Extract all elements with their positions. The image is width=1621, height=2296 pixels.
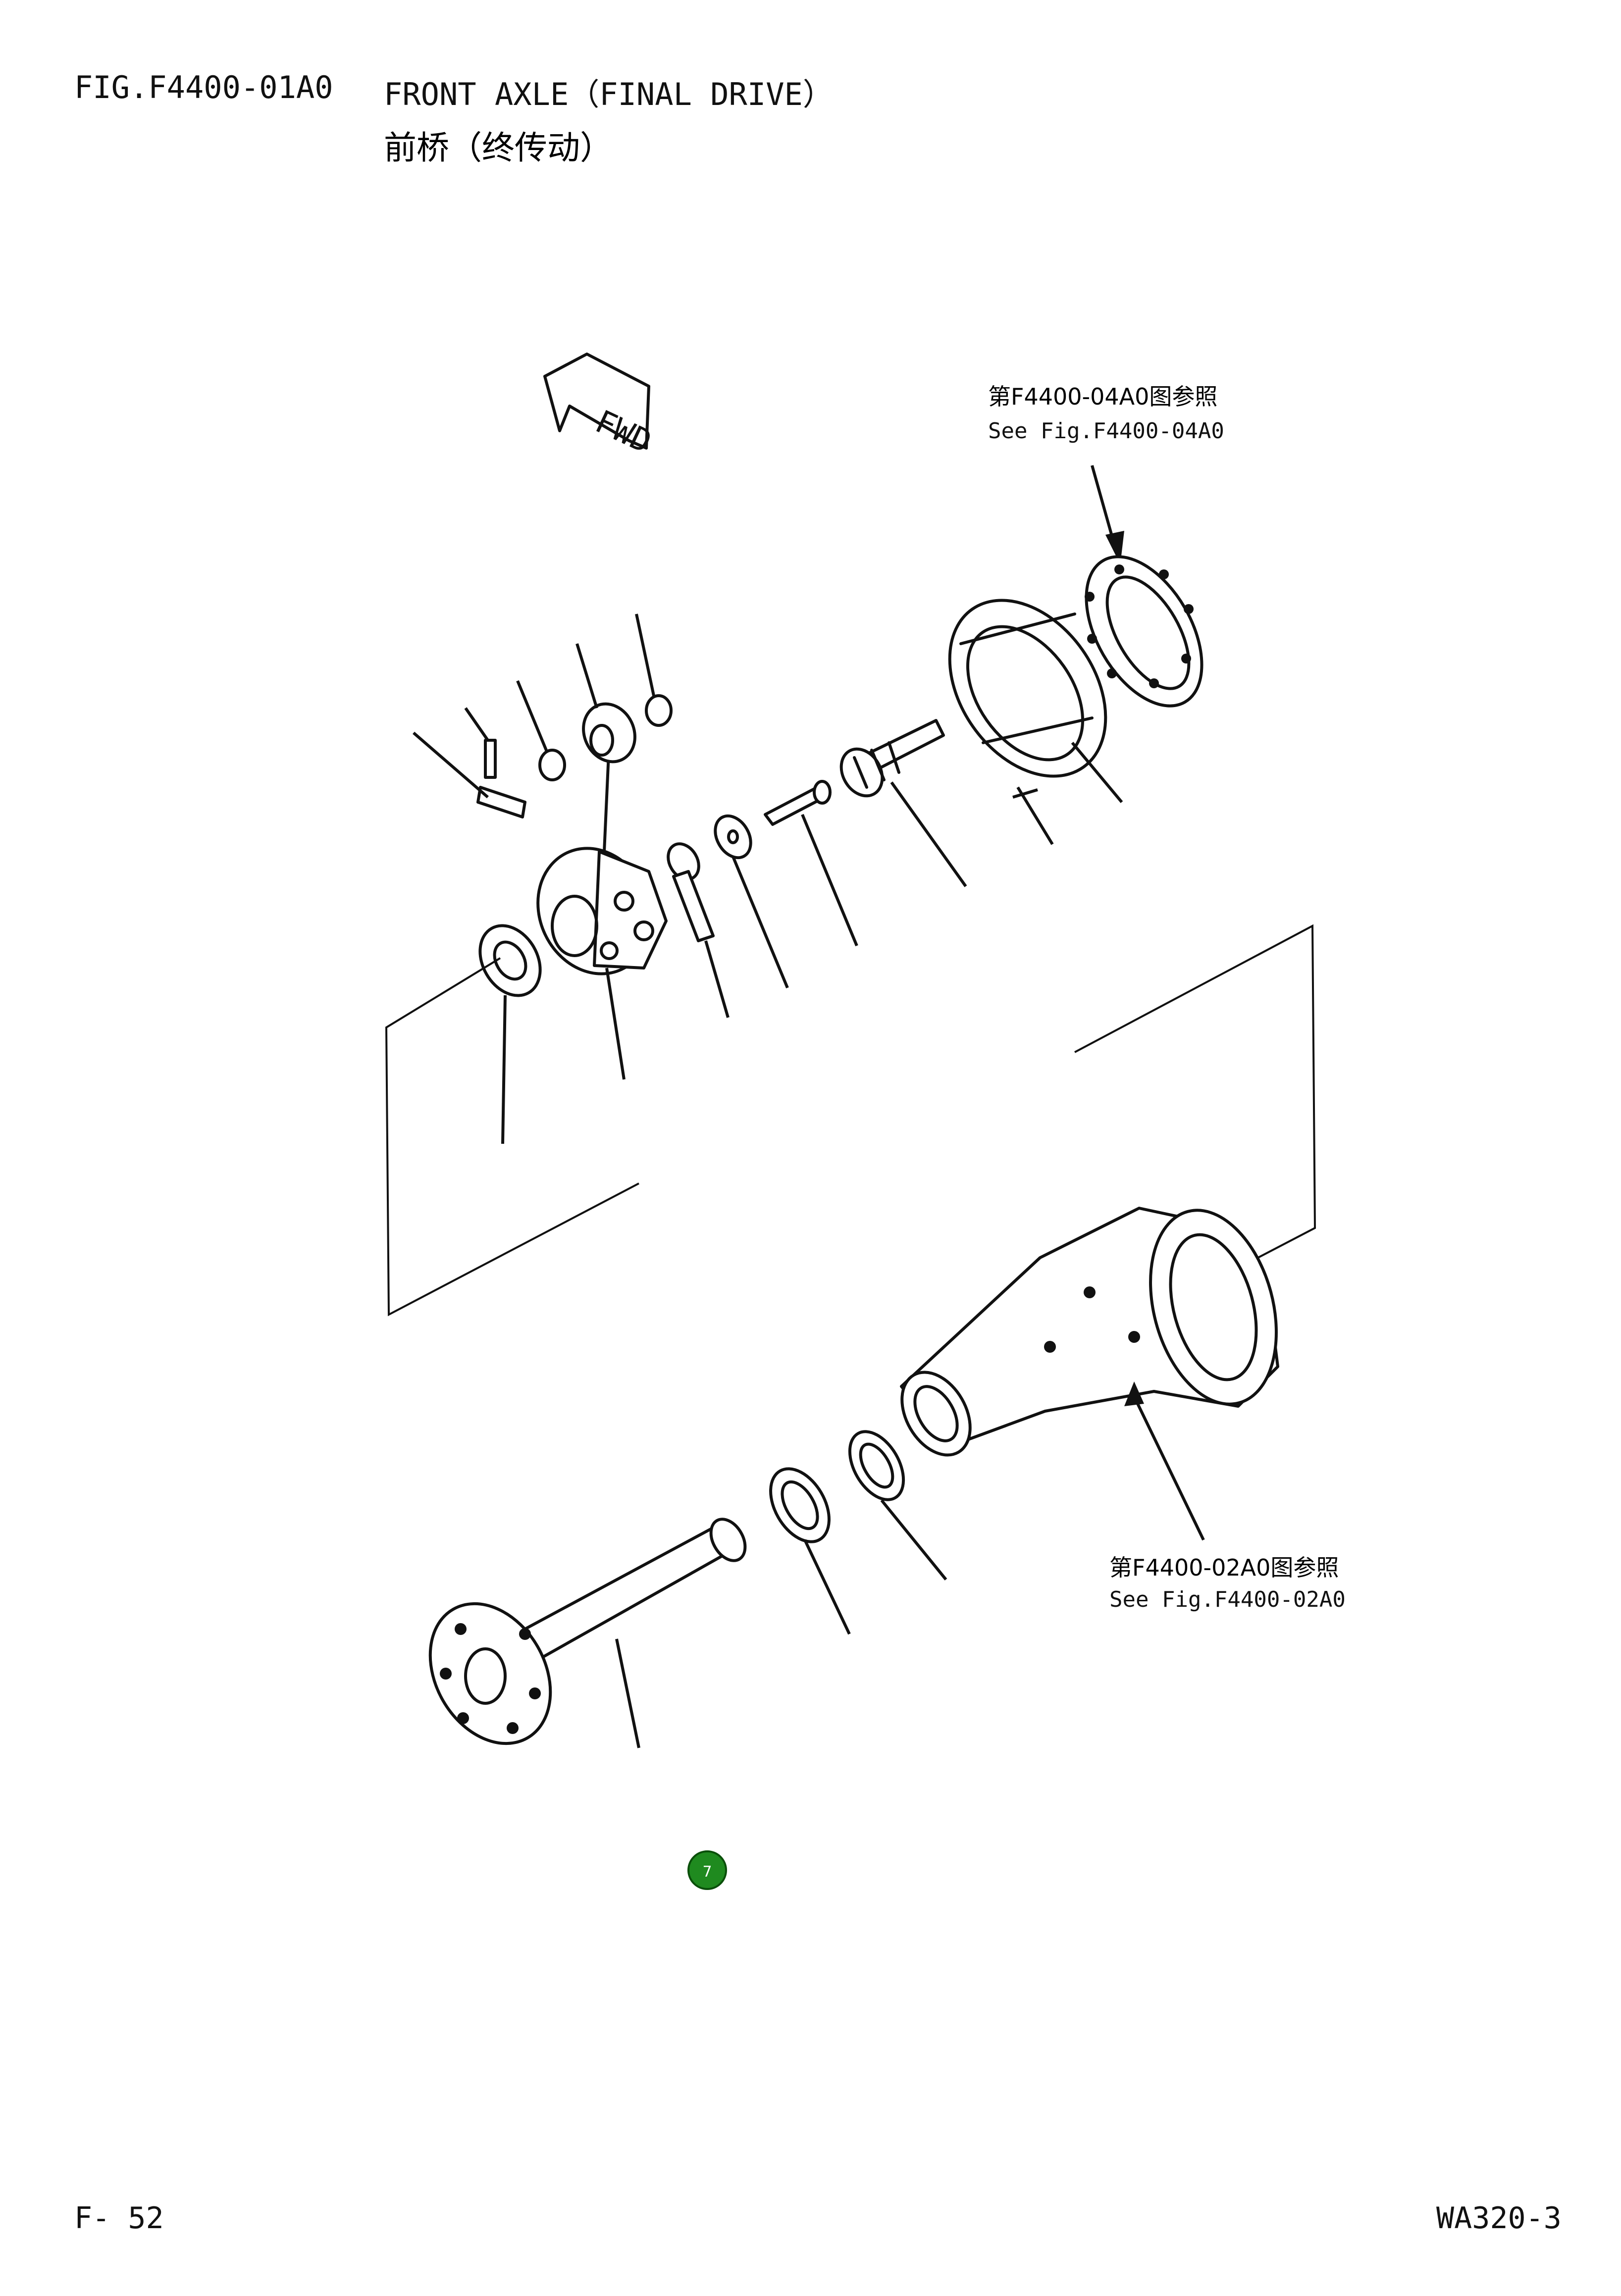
reference-en-02a0[interactable]: See Fig.F4400-02A0 — [1109, 1587, 1346, 1612]
washer[interactable] — [708, 810, 789, 989]
ring-gear[interactable] — [1062, 537, 1226, 726]
oil-seal[interactable] — [839, 1423, 947, 1581]
model-number: WA320-3 — [1436, 2201, 1562, 2236]
page-number: F- 52 — [74, 2201, 164, 2236]
pin[interactable] — [464, 707, 497, 779]
bearing-cage[interactable] — [918, 571, 1138, 806]
pinion-shaft[interactable] — [833, 719, 1054, 887]
reference-cn-02a0: 第F4400-02A0图参照 — [1109, 1554, 1339, 1581]
lock-pin[interactable] — [413, 731, 526, 818]
callout-marker-dot[interactable] — [687, 1850, 727, 1890]
figure-title-en: FRONT AXLE（FINAL DRIVE） — [384, 76, 834, 112]
pinion-gear[interactable] — [574, 643, 644, 770]
reference-en-04a0[interactable]: See Fig.F4400-04A0 — [988, 418, 1224, 444]
reference-arrow-04a0 — [1091, 465, 1124, 564]
nut-small-1[interactable] — [516, 680, 566, 781]
figure-id: FIG.F4400-01A0 — [74, 69, 333, 105]
axle-housing[interactable] — [888, 1196, 1297, 1541]
nut-small-2[interactable] — [635, 613, 673, 727]
axle-bearing[interactable] — [759, 1459, 851, 1635]
callout-marker[interactable]: 7 — [687, 1850, 727, 1890]
differential-case[interactable] — [518, 742, 671, 1080]
callout-marker-label: 7 — [702, 1863, 712, 1881]
fwd-arrow-icon: FWD — [543, 353, 657, 461]
axle-shaft[interactable] — [406, 1513, 752, 1765]
figure-title-cn: 前桥（终传动） — [384, 129, 613, 167]
side-bearing[interactable] — [468, 915, 552, 1144]
spider-pin[interactable] — [662, 838, 730, 1018]
reference-cn-04a0: 第F4400-04A0图参照 — [988, 383, 1218, 410]
alignment-frame — [385, 924, 1316, 1317]
bolt[interactable] — [764, 780, 858, 947]
